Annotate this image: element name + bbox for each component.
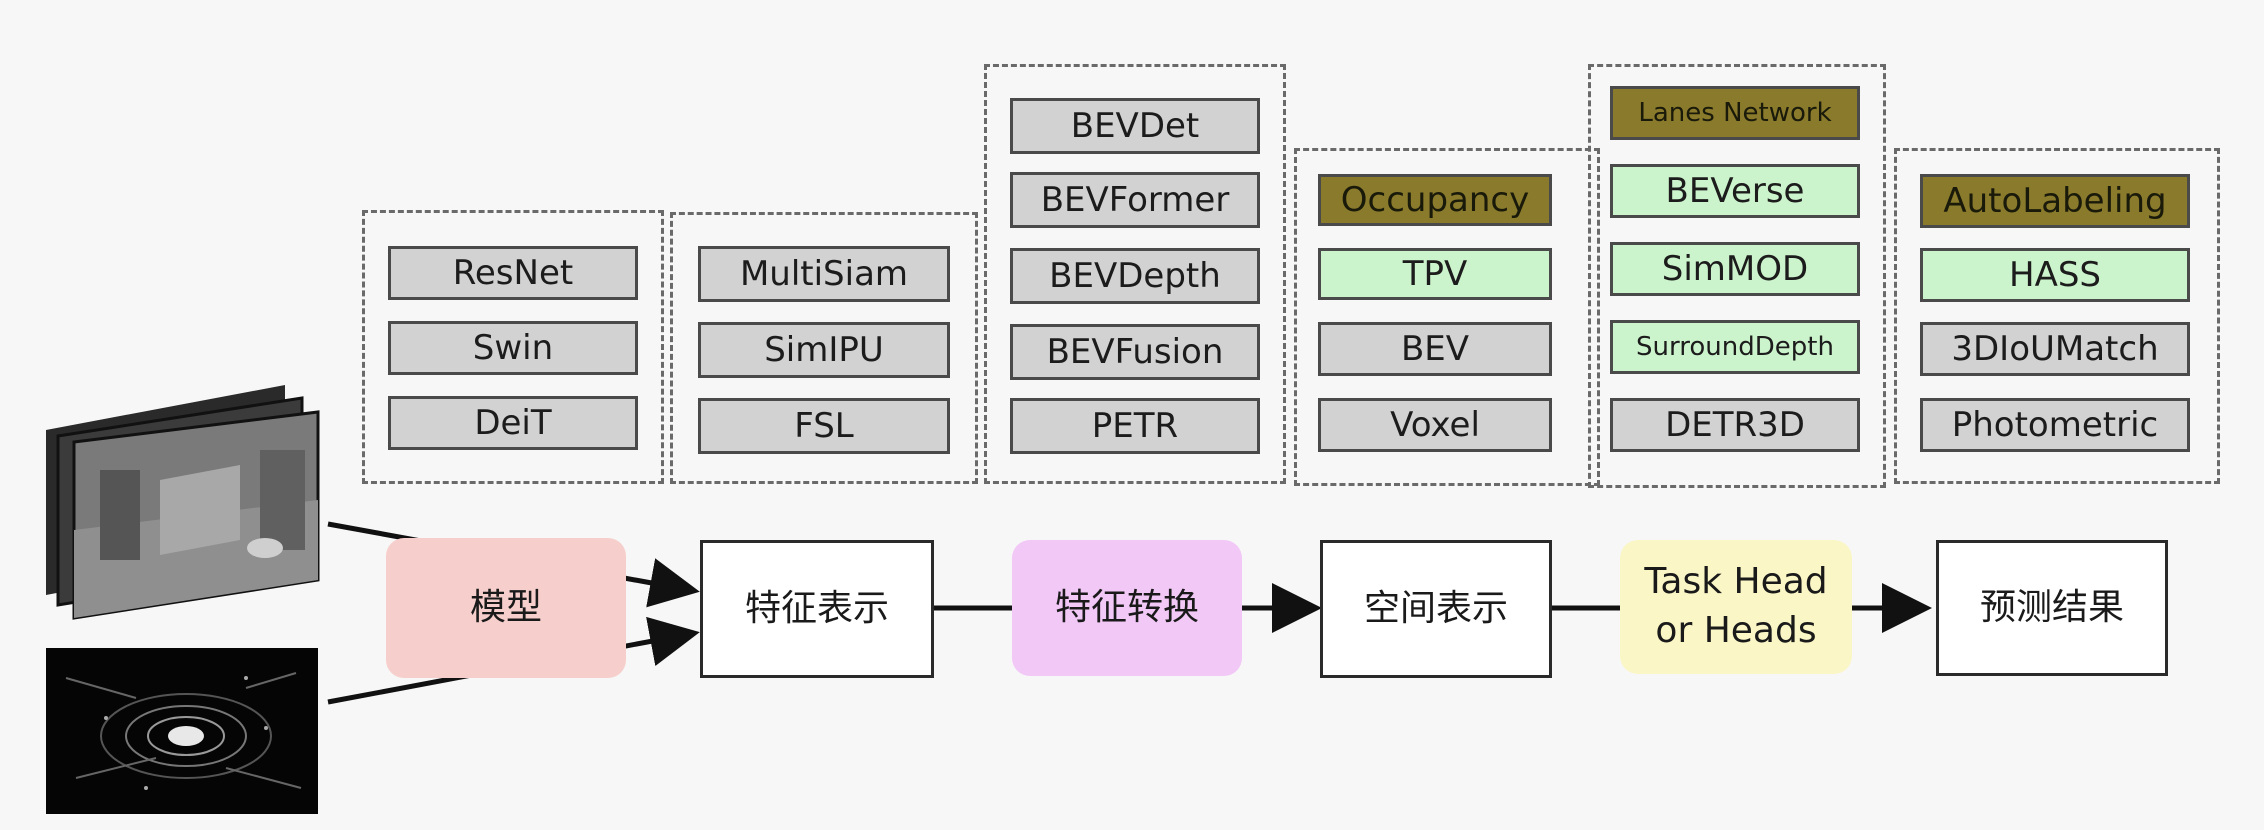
tag-autolabeling: AutoLabeling	[1920, 174, 2190, 228]
tag-simmod: SimMOD	[1610, 242, 1860, 296]
task-head-stage: Task Head or Heads	[1620, 540, 1852, 674]
bev-methods-group	[984, 64, 1286, 484]
tag-tpv: TPV	[1318, 248, 1552, 300]
model-stage: 模型	[386, 538, 626, 678]
tag-lanes-network: Lanes Network	[1610, 86, 1860, 140]
tag-fsl: FSL	[698, 398, 950, 454]
task-head-label-line2: or Heads	[1655, 610, 1817, 651]
spatial-representation-stage: 空间表示	[1320, 540, 1552, 678]
tag-occupancy: Occupancy	[1318, 174, 1552, 226]
spatial-representation-label: 空间表示	[1363, 587, 1508, 629]
tag-bevfusion: BEVFusion	[1010, 324, 1260, 380]
camera-image-stack	[46, 385, 320, 620]
tag-hass: HASS	[1920, 248, 2190, 302]
prediction-result-stage: 预测结果	[1936, 540, 2168, 676]
tag-resnet: ResNet	[388, 246, 638, 300]
tag-detr3d: DETR3D	[1610, 398, 1860, 452]
feature-representation-stage: 特征表示	[700, 540, 934, 678]
tag-bevformer: BEVFormer	[1010, 172, 1260, 228]
tag-petr: PETR	[1010, 398, 1260, 454]
labeling-group	[1894, 148, 2220, 484]
tag-deit: DeiT	[388, 396, 638, 450]
tag-bev: BEV	[1318, 322, 1552, 376]
tag-3diouMatch: 3DIoUMatch	[1920, 322, 2190, 376]
tag-surrounddepth: SurroundDepth	[1610, 320, 1860, 374]
feature-representation-label: 特征表示	[744, 587, 889, 629]
tag-bevdet: BEVDet	[1010, 98, 1260, 154]
tag-swin: Swin	[388, 321, 638, 375]
tag-bevdepth: BEVDepth	[1010, 248, 1260, 304]
representation-group	[1294, 148, 1600, 486]
tag-photometric: Photometric	[1920, 398, 2190, 452]
prediction-result-label: 预测结果	[1979, 586, 2124, 628]
lidar-pointcloud-image	[46, 648, 318, 814]
model-label: 模型	[469, 586, 542, 628]
feature-transform-label: 特征转换	[1054, 586, 1199, 628]
tag-simipu: SimIPU	[698, 322, 950, 378]
tag-voxel: Voxel	[1318, 398, 1552, 452]
tag-beverse: BEVerse	[1610, 164, 1860, 218]
heads-group	[1588, 64, 1886, 488]
task-head-label-line1: Task Head	[1644, 561, 1828, 603]
feature-transform-stage: 特征转换	[1012, 540, 1242, 676]
tag-multisiam: MultiSiam	[698, 246, 950, 302]
backbone-group	[362, 210, 664, 484]
pretrain-group	[670, 212, 978, 484]
